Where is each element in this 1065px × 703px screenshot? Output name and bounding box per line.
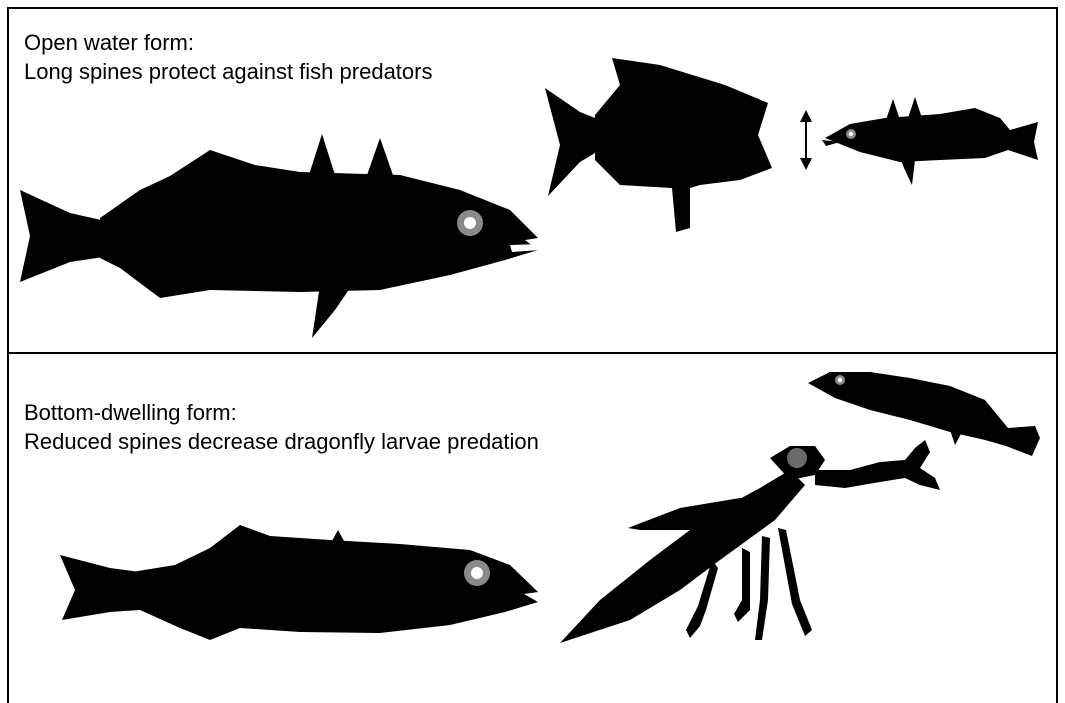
predator-fish-icon	[545, 58, 772, 232]
long-spined-stickleback-icon	[20, 134, 540, 338]
dragonfly-larva-icon	[560, 440, 940, 643]
small-stickleback-icon	[822, 97, 1038, 185]
size-arrow-icon	[800, 110, 812, 170]
low-spined-stickleback-icon	[60, 525, 538, 640]
